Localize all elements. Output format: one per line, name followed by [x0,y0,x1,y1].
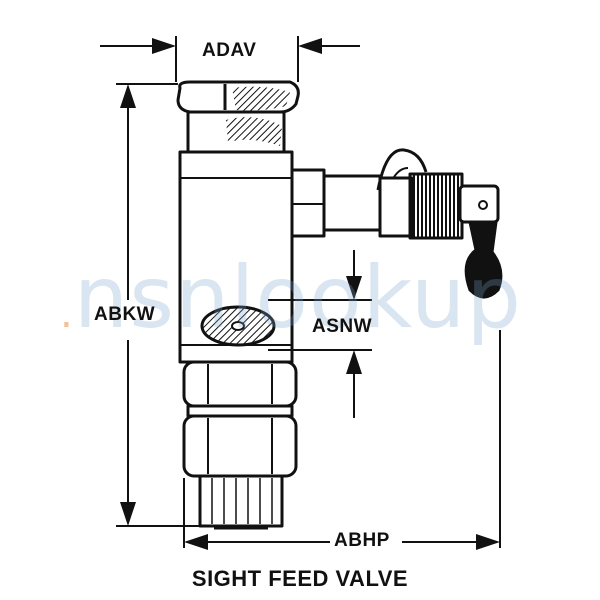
dimension-label-overall-height: ABKW [94,304,156,325]
valve-body [176,80,503,530]
dimension-label-overall-width: ABHP [334,530,390,551]
diagram-title: SIGHT FEED VALVE [191,566,409,591]
watermark-dot: . [60,291,74,337]
dimension-lines [100,36,501,550]
dimension-label-sight-glass: ASNW [312,316,373,337]
watermark-text: nsnlookup [73,248,522,348]
dimension-label-top-width: ADAV [202,40,257,61]
watermark: .nsnlookup [60,248,522,348]
